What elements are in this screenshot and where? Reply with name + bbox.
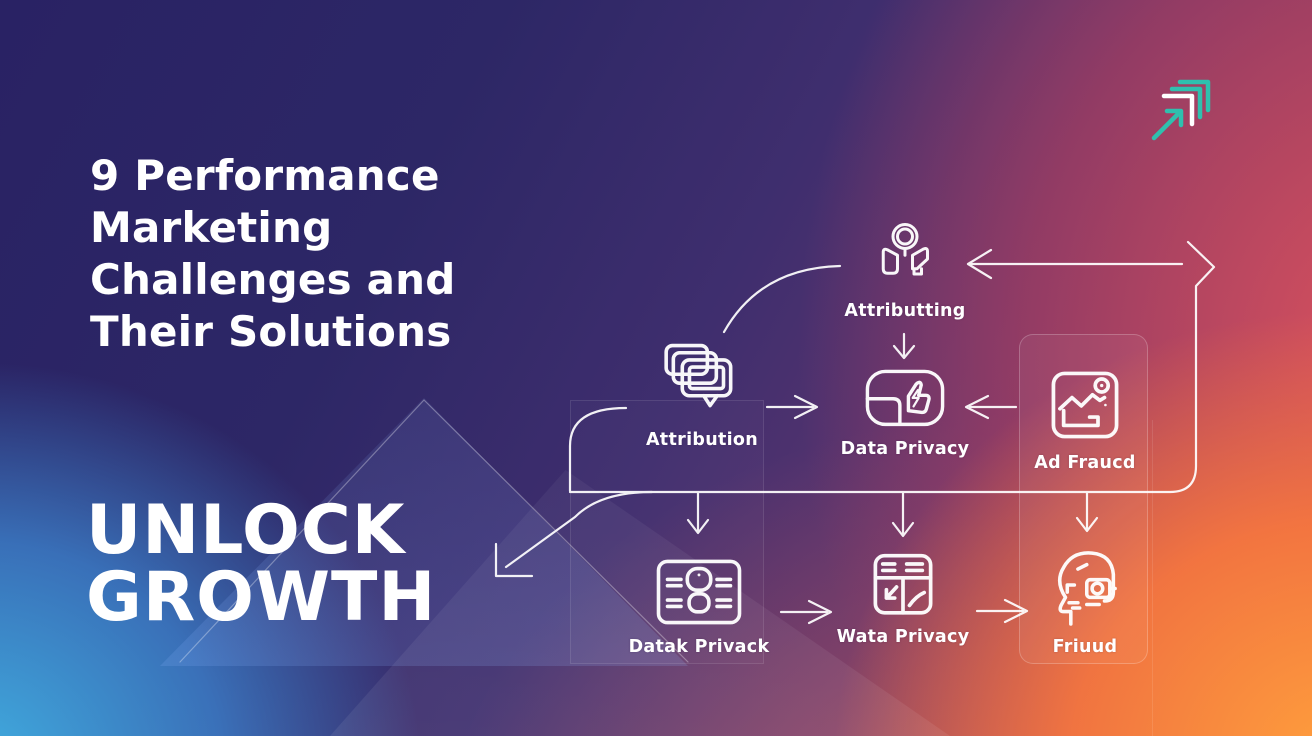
connector-diagonal-branch [504,490,654,569]
title-line-4: Their Solutions [90,307,452,357]
head-scanner-icon [1057,551,1117,626]
arrowhead-down-2 [686,518,710,535]
triangle-edge-left [179,399,425,663]
headline-line-2: GROWTH [86,557,437,637]
node-label-attribution: Attribution [645,429,759,450]
node-label-friuud: Friuud [1052,636,1118,657]
arrowhead-left-2 [964,394,990,420]
arrowhead-left [966,248,993,280]
headline-unlock-growth: UNLOCK GROWTH [86,491,437,637]
ad-image-chart-icon [1051,371,1119,439]
flow-node-attributing: Attributting [815,220,995,321]
node-label-ad-fraud: Ad Fraucd [1034,453,1136,473]
arrowhead-down-4 [1075,516,1099,533]
connector-right-loop [568,240,1216,494]
flow-node-wata-privacy: Wata Privacy [813,552,993,647]
person-attributing-icon [881,223,929,276]
title-line-3: Challenges and [90,255,456,305]
quadrant-report-icon [873,553,933,615]
triple-chevron-arrow-up-right-icon [1151,79,1211,141]
stacked-screens-icon [664,343,733,408]
page-title: 9 Performance Marketing Challenges and T… [90,150,610,358]
flow-node-datak-privack: Datak Privack [609,556,789,657]
arrowhead-down-1 [892,344,916,360]
headline-line-1: UNLOCK [86,491,406,570]
arrowhead-down-3 [891,521,915,538]
arrowhead-corner-down-left [494,542,534,578]
arrowhead-right-3 [1003,598,1029,624]
connector-attributing-curve [722,264,842,334]
title-line-1: 9 Performance [90,151,440,200]
flow-node-ad-fraud: Ad Fraucd [995,366,1175,473]
flow-node-friuud: Friuud [995,546,1175,657]
flow-node-attribution: Attribution [612,342,792,450]
connector-attribution-drop [568,406,628,493]
title-line-2: Marketing [90,203,333,253]
node-label-attributing: Attributting [844,301,966,321]
node-label-datak-privack: Datak Privack [628,637,770,657]
triangle-edge-right [423,399,689,663]
node-label-data-privacy: Data Privacy [840,438,970,459]
node-label-wata-privacy: Wata Privacy [836,627,970,648]
arrowhead-right-1 [793,394,819,420]
id-card-icon [656,559,742,625]
arrowhead-right-2 [807,599,833,625]
thumb-approval-icon [865,369,945,427]
flow-node-data-privacy: Data Privacy [815,368,995,459]
